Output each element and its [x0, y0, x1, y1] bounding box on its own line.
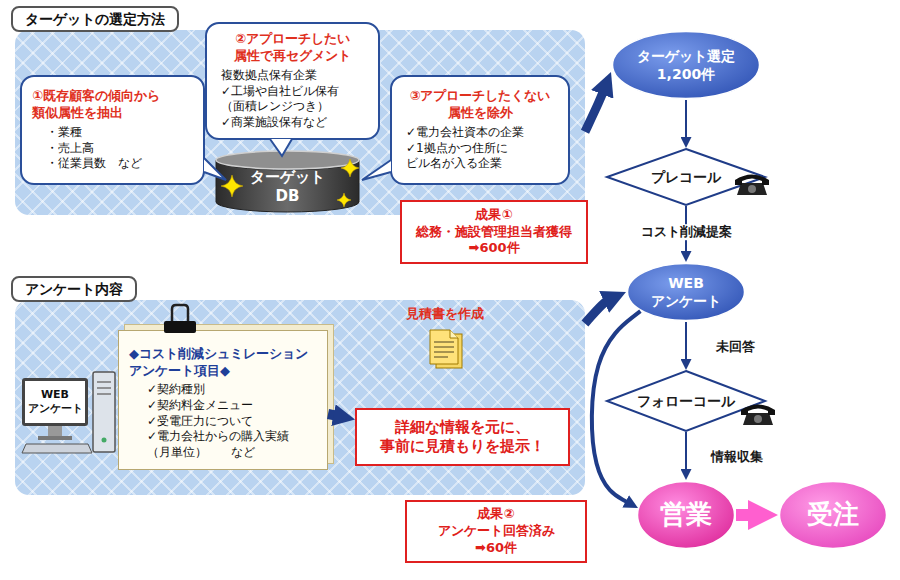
sales-ellipse: 営業	[636, 480, 736, 550]
node-label: 成果① 総務・施設管理担当者獲得 ➡600件	[410, 207, 578, 258]
node-label: ターゲット選定 1,200件	[623, 47, 749, 83]
section-panel: アンケート内容◆コスト削減シュミレーション アンケート項目◆✓契約種別 ✓契約料…	[15, 300, 585, 495]
edge-label: コスト削減提案	[638, 224, 735, 240]
node-label: WEB アンケート	[27, 388, 83, 417]
flow-arrow	[328, 414, 340, 416]
node-label: 営業	[648, 498, 724, 532]
phone-icon	[735, 175, 769, 196]
edge-label: 未回答	[713, 339, 758, 355]
survey-note: ◆コスト削減シュミレーション アンケート項目◆✓契約種別 ✓契約料金メニュー ✓…	[118, 330, 328, 470]
callout-bubble: ①既存顧客の傾向から 類似属性を抽出・業種 ・売上高 ・従業員数 など	[20, 75, 205, 185]
node-label: ターゲット DB	[221, 168, 354, 207]
process-ellipse: WEB アンケート	[626, 262, 746, 322]
order-ellipse: 受注	[778, 480, 888, 550]
node-label: 受注	[790, 498, 876, 532]
node-label: ①既存顧客の傾向から 類似属性を抽出	[32, 88, 193, 122]
flow-arrow	[592, 311, 641, 503]
node-body: ✓電力会社資本の企業 ✓1拠点かつ住所に ビル名が入る企業	[406, 125, 558, 172]
sparkle	[337, 193, 351, 207]
node-label: 成果② アンケート回答済み ➡60件	[415, 506, 577, 557]
node-label: ②アプローチしたい 属性で再セグメント	[217, 31, 368, 65]
ellipse-outline	[628, 264, 745, 321]
phone-icon	[741, 405, 775, 426]
node-label: プレコール	[630, 168, 742, 186]
flow-arrow	[736, 509, 757, 521]
database-cylinder: ターゲット DB	[215, 150, 360, 212]
process-ellipse-outline	[611, 30, 761, 100]
note-label: 見積書を作成	[406, 306, 484, 322]
section-panel: ターゲットの選定方法①既存顧客の傾向から 類似属性を抽出・業種 ・売上高 ・従業…	[15, 30, 585, 215]
bubble-tail	[204, 139, 391, 180]
result-box: 成果① 総務・施設管理担当者獲得 ➡600件	[400, 200, 588, 264]
diamond-outline	[607, 149, 765, 205]
sparkle	[341, 159, 359, 177]
computer-figure	[22, 372, 115, 453]
ellipse-outline	[638, 482, 735, 549]
section-heading: アンケート内容	[11, 276, 137, 302]
section-heading: ターゲットの選定方法	[11, 6, 179, 32]
edge-label: 情報収集	[708, 449, 766, 465]
node-label: 詳細な情報を元に、 事前に見積もりを提示！	[365, 418, 560, 457]
process-ellipse: ターゲット選定 1,200件	[611, 30, 761, 100]
ellipse-outline	[780, 482, 887, 549]
flow-arrow	[685, 322, 687, 362]
node-label: ③アプローチしたくない 属性を除外	[402, 88, 558, 122]
result-box: 成果② アンケート回答済み ➡60件	[405, 500, 587, 563]
highlight-box: 詳細な情報を元に、 事前に見積もりを提示！	[355, 408, 570, 466]
flow-arrow	[685, 100, 687, 140]
callout-bubble: ③アプローチしたくない 属性を除外✓電力会社資本の企業 ✓1拠点かつ住所に ビル…	[390, 75, 570, 185]
callout-bubble: ②アプローチしたい 属性で再セグメント複数拠点保有企業 ✓工場や自社ビル保有 （…	[205, 22, 380, 140]
node-label: WEB アンケート	[638, 274, 734, 310]
node-body: 複数拠点保有企業 ✓工場や自社ビル保有 （面積レンジつき） ✓商業施設保有など	[221, 68, 368, 130]
paper-clip	[164, 305, 196, 333]
sparkle	[221, 175, 243, 197]
flow-arrow	[685, 432, 687, 472]
diamond-outline	[607, 371, 765, 431]
flow-arrow	[585, 299, 611, 323]
sparkle	[221, 159, 359, 207]
decision-diamond: フォローコール	[606, 370, 766, 432]
process-ellipse-outline	[626, 262, 746, 322]
bubble-tail	[204, 158, 226, 180]
bubble-tail	[362, 160, 391, 180]
cylinder-top	[216, 151, 359, 169]
ellipse-outline	[613, 32, 760, 99]
node-label: フォローコール	[630, 392, 742, 410]
node-body: ✓契約種別 ✓契約料金メニュー ✓受電圧力について ✓電力会社からの購入実績 （…	[147, 382, 317, 460]
bubble-tail	[270, 139, 292, 156]
decision-diamond: プレコール	[606, 148, 766, 206]
cylinder-body	[216, 160, 359, 212]
node-body: ・業種 ・売上高 ・従業員数 など	[46, 125, 193, 172]
computer-screen: WEB アンケート	[22, 378, 88, 426]
flow-arrow	[585, 88, 605, 132]
node-label: ◆コスト削減シュミレーション アンケート項目◆	[129, 346, 317, 380]
document-icon	[430, 330, 462, 368]
